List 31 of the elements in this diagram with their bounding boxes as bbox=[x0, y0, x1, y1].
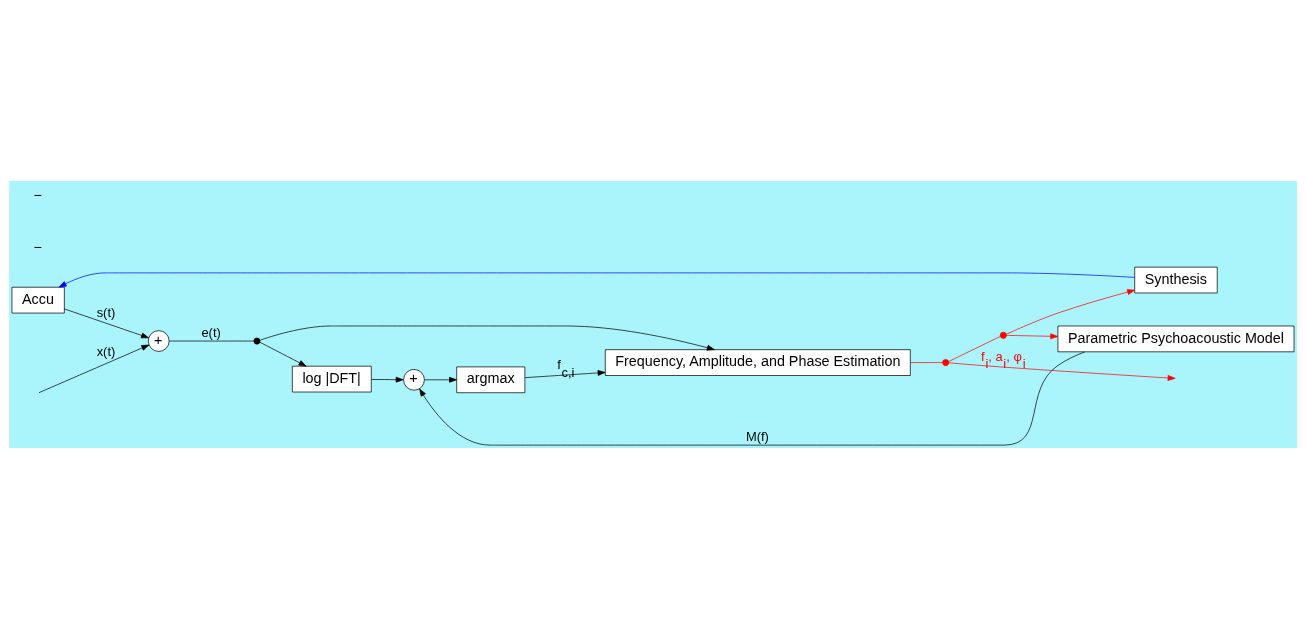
node-box: log |DFT| bbox=[291, 365, 372, 393]
label: − bbox=[33, 187, 42, 204]
arrow bbox=[38, 344, 150, 394]
arrow bbox=[424, 376, 457, 383]
node-box: Synthesis bbox=[1134, 266, 1218, 294]
node-box: Accu bbox=[11, 286, 65, 314]
connector bbox=[948, 336, 1001, 362]
arrow bbox=[259, 325, 715, 351]
arrow bbox=[58, 272, 1135, 288]
arrow bbox=[524, 370, 606, 378]
node-box: Parametric Psychoacoustic Model bbox=[1057, 325, 1295, 353]
node-dot bbox=[253, 337, 261, 345]
node-dot bbox=[942, 359, 950, 367]
label: − bbox=[33, 239, 42, 256]
node-box: Frequency, Amplitude, and Phase Estimation bbox=[604, 349, 911, 376]
edge-label: x(t) bbox=[96, 344, 116, 360]
arrow bbox=[948, 362, 1176, 381]
connector bbox=[910, 362, 943, 363]
arrow bbox=[1005, 289, 1136, 335]
arrow bbox=[1006, 333, 1059, 340]
connector bbox=[168, 340, 255, 342]
node-dot bbox=[999, 331, 1007, 339]
node-circle: + bbox=[147, 330, 170, 352]
node-box: argmax bbox=[456, 366, 526, 394]
node-circle: + bbox=[403, 369, 425, 391]
edge-label: s(t) bbox=[96, 304, 116, 320]
arrow bbox=[371, 376, 404, 383]
edge-label: M(f) bbox=[745, 429, 769, 445]
edge-label: e(t) bbox=[201, 325, 221, 341]
arrow bbox=[64, 308, 149, 339]
arrow bbox=[259, 341, 307, 367]
